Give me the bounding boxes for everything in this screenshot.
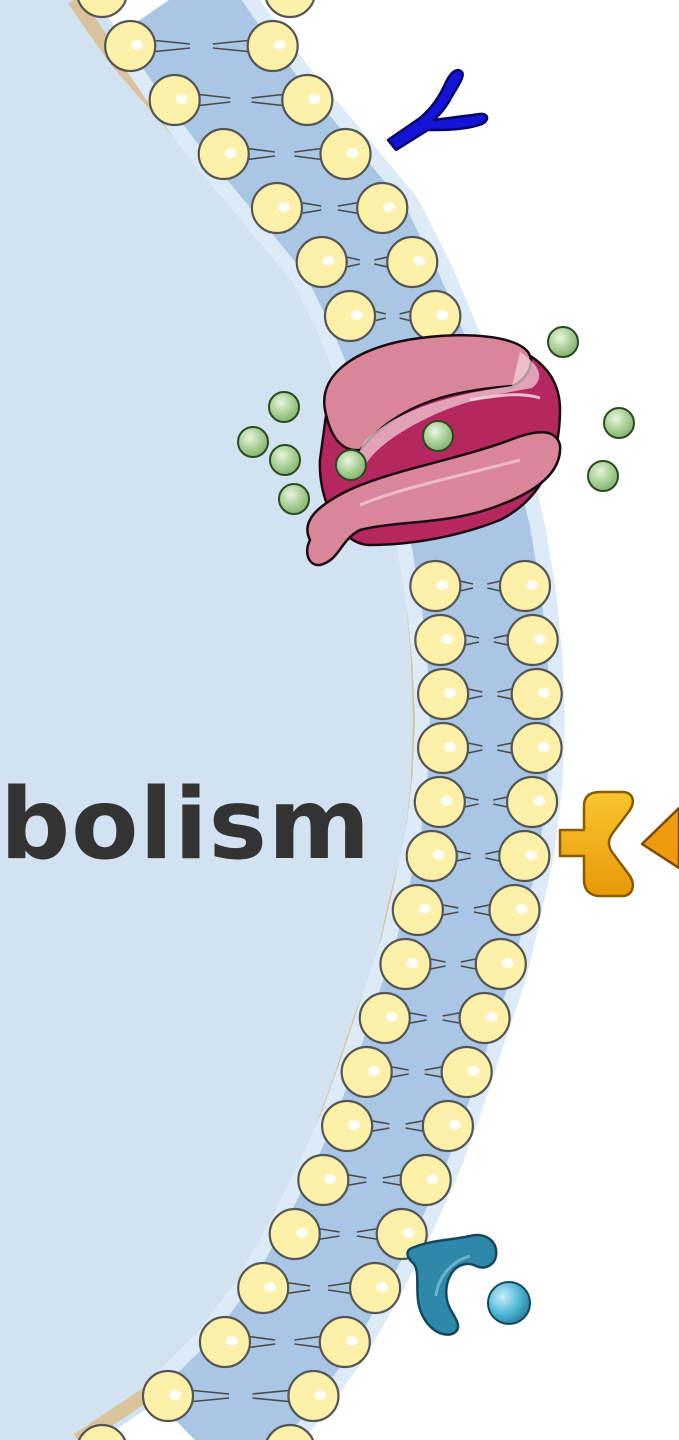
lipid-head-inner xyxy=(342,1047,392,1097)
lipid-head-inner xyxy=(407,831,457,881)
lipid-head-inner xyxy=(415,615,465,665)
lipid-head-outer xyxy=(321,129,371,179)
lipid-head-inner xyxy=(238,1263,288,1313)
lipid-head-outer xyxy=(282,75,332,125)
lipid-head-outer xyxy=(490,885,540,935)
lipid-head-inner xyxy=(150,75,200,125)
lipid-head-inner xyxy=(105,21,155,71)
lipid-head-inner xyxy=(143,1371,193,1421)
lipid-head-outer xyxy=(350,1263,400,1313)
lipid-head-inner xyxy=(415,777,465,827)
lipid-head-outer xyxy=(512,669,562,719)
page-title: bolism xyxy=(0,768,371,882)
lipid-head-inner xyxy=(410,561,460,611)
ion-receptor-icon xyxy=(408,1235,497,1335)
ligand-icon xyxy=(642,808,679,868)
lipid-head-outer xyxy=(476,939,526,989)
lipid-head-inner xyxy=(297,237,347,287)
lipid-head-inner xyxy=(298,1155,348,1205)
lipid-head-inner xyxy=(200,1317,250,1367)
lipid-head-outer xyxy=(288,1371,338,1421)
molecule-icon xyxy=(548,327,578,357)
molecule-icon xyxy=(238,427,268,457)
lipid-head-outer xyxy=(265,0,315,17)
lipid-head-inner xyxy=(360,993,410,1043)
molecule-icon xyxy=(336,450,366,480)
molecule-icon xyxy=(604,408,634,438)
molecule-icon xyxy=(279,484,309,514)
lipid-head-outer xyxy=(460,993,510,1043)
lipid-head-inner xyxy=(325,291,375,341)
lipid-head-outer xyxy=(499,831,549,881)
ion-icon xyxy=(488,1282,530,1324)
molecule-icon xyxy=(588,461,618,491)
lipid-head-inner xyxy=(418,723,468,773)
lipid-head-outer xyxy=(423,1101,473,1151)
lipid-head-inner xyxy=(393,885,443,935)
ligand-receptor-icon xyxy=(560,792,633,896)
lipid-head-outer xyxy=(401,1155,451,1205)
lipid-head-outer xyxy=(387,237,437,287)
lipid-head-outer xyxy=(507,777,557,827)
lipid-head-outer xyxy=(320,1317,370,1367)
lipid-head-outer xyxy=(512,723,562,773)
lipid-head-outer xyxy=(508,615,558,665)
molecule-icon xyxy=(269,392,299,422)
lipid-head-inner xyxy=(252,183,302,233)
molecule-icon xyxy=(423,421,453,451)
lipid-head-outer xyxy=(442,1047,492,1097)
lipid-head-outer xyxy=(357,183,407,233)
lipid-head-inner xyxy=(418,669,468,719)
molecule-icon xyxy=(270,445,300,475)
antibody-receptor-icon xyxy=(388,70,487,150)
lipid-head-inner xyxy=(380,939,430,989)
membrane xyxy=(0,0,562,1440)
lipid-head-inner xyxy=(322,1101,372,1151)
lipid-head-outer xyxy=(248,21,298,71)
lipid-head-outer xyxy=(410,291,460,341)
lipid-head-inner xyxy=(199,129,249,179)
lipid-head-outer xyxy=(500,561,550,611)
lipid-head-inner xyxy=(270,1209,320,1259)
